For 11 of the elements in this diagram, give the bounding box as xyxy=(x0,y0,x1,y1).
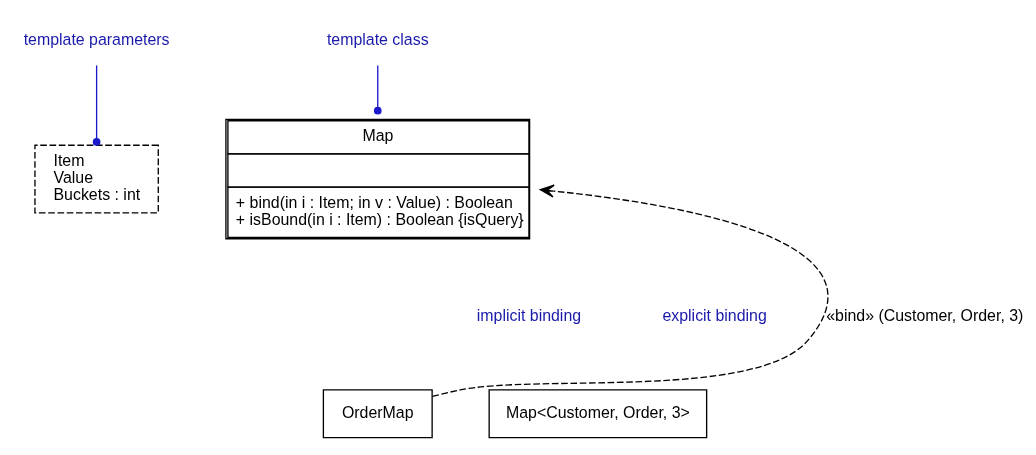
label: implicit binding xyxy=(476,307,582,325)
label: explicit binding xyxy=(662,307,767,325)
node-box: OrderMap xyxy=(322,389,433,439)
arrow xyxy=(431,184,829,398)
node-text: template class xyxy=(326,31,429,49)
connector xyxy=(92,64,101,146)
connector xyxy=(373,64,382,115)
edge-label: «bind» (Customer, Order, 3) xyxy=(826,307,1024,325)
node-box: Map<Customer, Order, 3> xyxy=(488,389,708,439)
node-box: Item Value Buckets : int xyxy=(34,144,159,214)
node-text: template parameters xyxy=(23,31,170,49)
